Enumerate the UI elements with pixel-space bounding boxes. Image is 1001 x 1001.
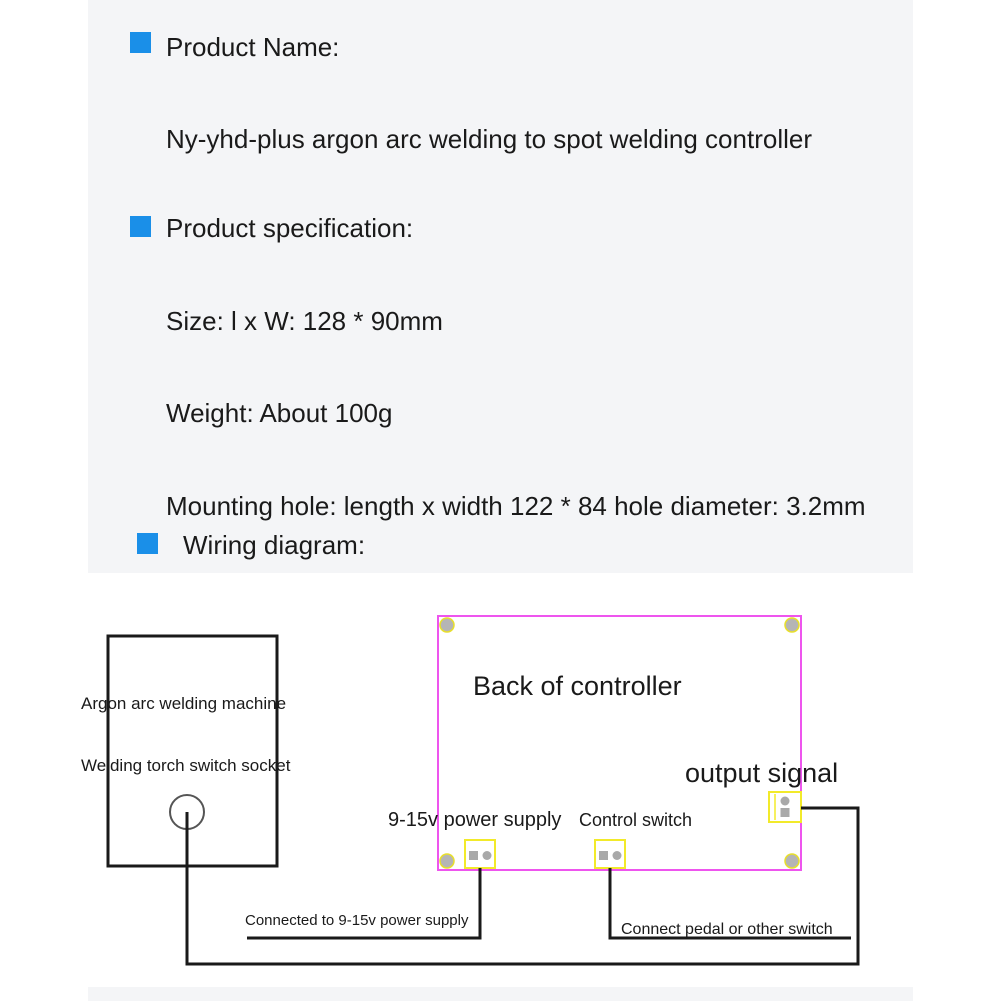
wiring-bullet-icon [137, 533, 158, 554]
specification-panel [88, 0, 913, 573]
mounting-hole-icon [439, 617, 455, 633]
size-spec: Size: l x W: 128 * 90mm [166, 306, 443, 336]
spec-heading: Product specification: [166, 213, 414, 243]
mounting-hole-spec: Mounting hole: length x width 122 * 84 h… [166, 491, 866, 521]
weight-spec: Weight: About 100g [166, 398, 393, 428]
mounting-hole-icon [439, 853, 455, 869]
product-name-value: Ny-yhd-plus argon arc welding to spot we… [166, 124, 812, 154]
output-terminal-icon [768, 791, 802, 823]
power-terminal-icon [464, 839, 496, 869]
power-supply-wire [247, 868, 482, 940]
output-signal-label: output signal [685, 758, 838, 788]
controller-title: Back of controller [473, 671, 682, 701]
bottom-strip [88, 987, 913, 1001]
spec-bullet-icon [130, 216, 151, 237]
controller-board [437, 615, 802, 871]
power-supply-label: 9-15v power supply [388, 809, 561, 831]
control-switch-label: Control switch [579, 810, 692, 830]
control-terminal-icon [594, 839, 626, 869]
welding-machine-box [106, 634, 279, 868]
pedal-switch-wire [608, 868, 851, 940]
torch-socket-label: Welding torch switch socket [81, 756, 291, 775]
mounting-hole-icon [784, 853, 800, 869]
welding-machine-label: Argon arc welding machine [81, 694, 286, 713]
mounting-hole-icon [784, 617, 800, 633]
wiring-heading: Wiring diagram: [183, 530, 366, 560]
pedal-connection-label: Connect pedal or other switch [621, 921, 833, 938]
power-connection-label: Connected to 9-15v power supply [245, 912, 469, 929]
product-name-heading: Product Name: [166, 32, 340, 62]
torch-output-wire [185, 806, 860, 966]
product-name-bullet-icon [130, 32, 151, 53]
